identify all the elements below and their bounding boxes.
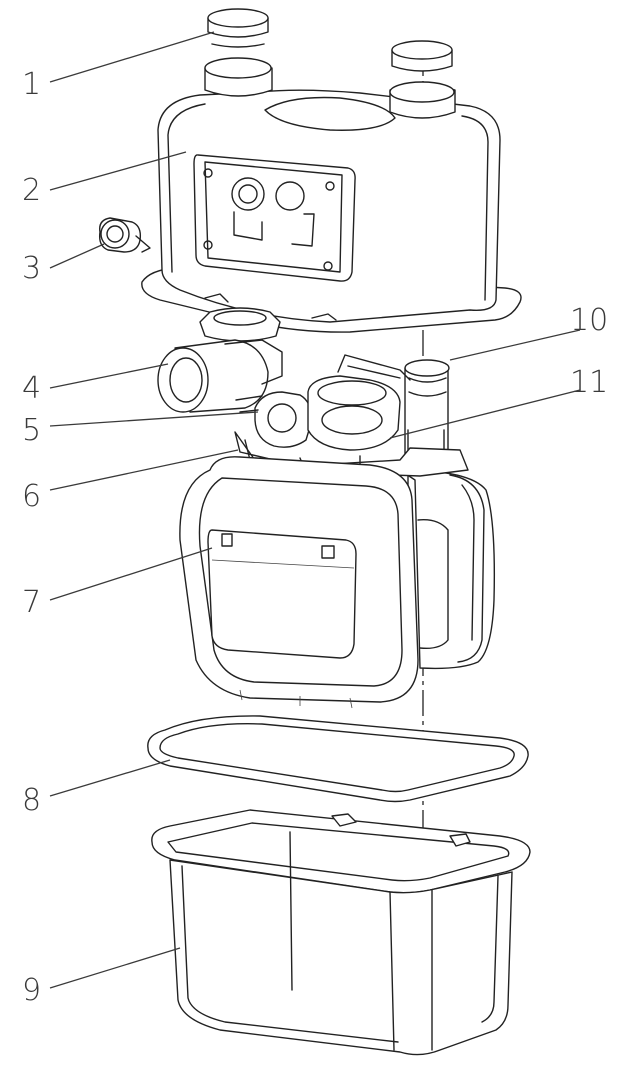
callout-6: 6 (22, 479, 41, 514)
leader-3 (49, 243, 105, 269)
part-8-gasket (147, 715, 529, 803)
coupling (199, 307, 281, 342)
leader-11 (389, 389, 581, 439)
leader-2 (49, 151, 187, 191)
part-11-gearbox (307, 354, 411, 451)
part-6-7-measuring-unit (179, 431, 496, 709)
part-5-mechanism (235, 391, 313, 448)
callout-8: 8 (22, 783, 41, 818)
callout-labels: 1 2 3 4 5 6 7 8 9 10 11 (22, 67, 608, 1008)
leader-8 (49, 759, 171, 797)
part-4-cylinder (157, 339, 283, 413)
callout-1: 1 (22, 67, 41, 102)
part-9-bottom-case (151, 809, 531, 1056)
part-1-cap (207, 8, 269, 48)
callout-2: 2 (22, 173, 41, 208)
callout-3: 3 (22, 251, 41, 286)
part-3-fitting (98, 217, 151, 253)
callout-7: 7 (22, 585, 41, 620)
callout-10: 10 (570, 303, 608, 338)
leader-10 (449, 329, 581, 361)
part-2-top-housing (141, 57, 522, 333)
leader-9 (49, 947, 181, 989)
callout-9: 9 (22, 973, 41, 1008)
callout-4: 4 (22, 371, 41, 406)
leader-5 (49, 411, 259, 427)
leader-7 (49, 547, 213, 601)
part-cap-right (391, 40, 453, 72)
leader-6 (49, 449, 239, 491)
callout-11: 11 (570, 365, 608, 400)
leader-1 (49, 31, 215, 83)
leader-4 (49, 363, 169, 389)
callout-5: 5 (22, 413, 41, 448)
leader-lines (49, 31, 581, 989)
